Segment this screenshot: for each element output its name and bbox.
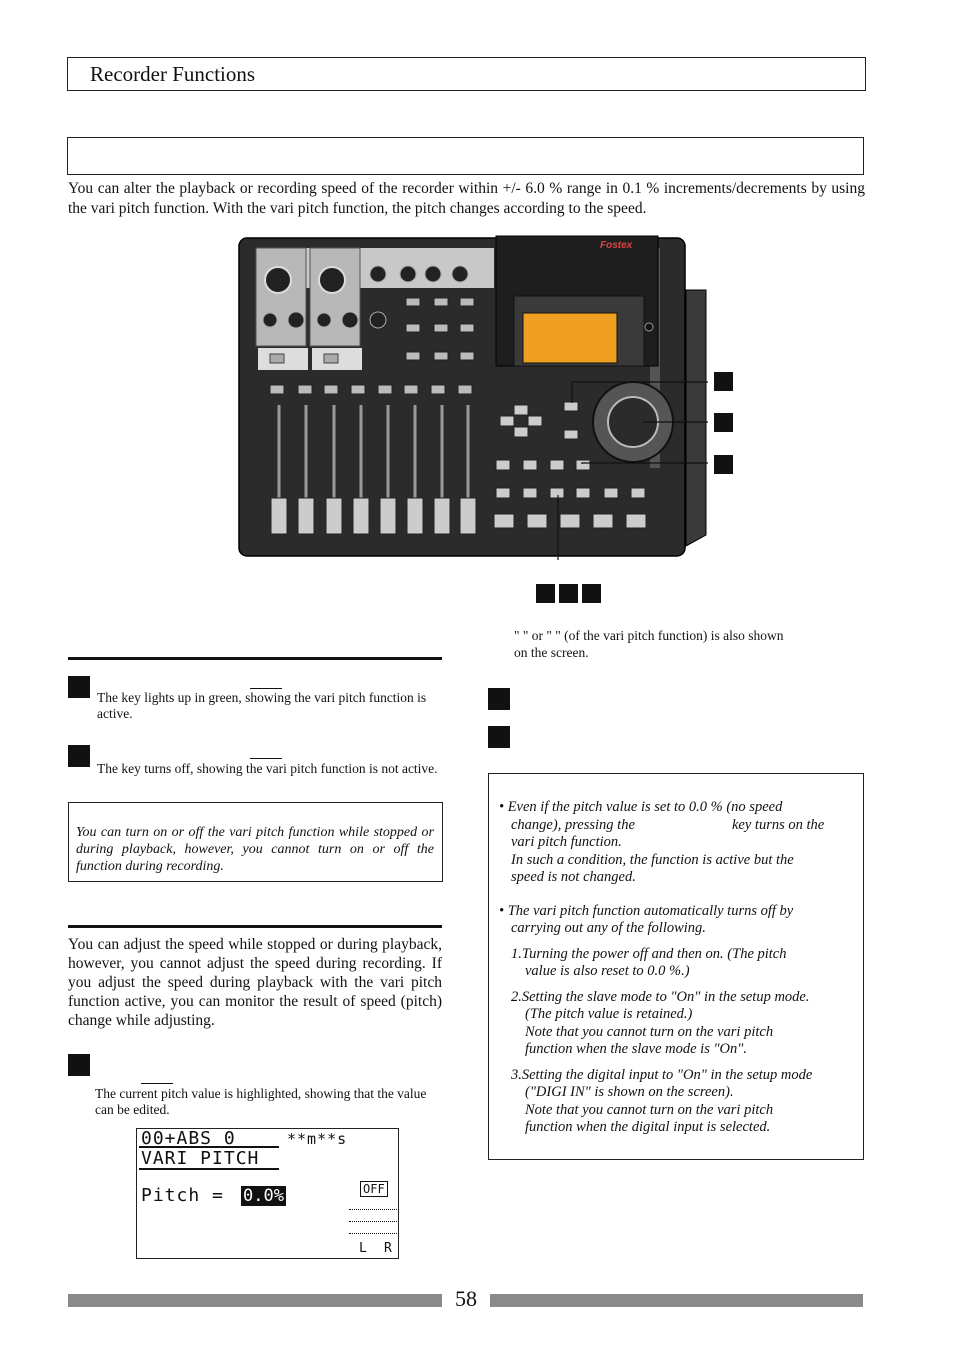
- section-header: Recorder Functions: [67, 57, 866, 91]
- note-content: • Even if the pitch value is set to 0.0 …: [499, 799, 861, 1137]
- lcd-line2: VARI PITCH: [141, 1148, 260, 1169]
- callout-box: [559, 584, 578, 603]
- note-text: You can turn on or off the vari pitch fu…: [76, 825, 434, 874]
- key-underline: [250, 758, 282, 759]
- footer-bar-left: [68, 1294, 442, 1307]
- note-item-line: function when the slave mode is "On".: [525, 1041, 747, 1057]
- lcd-line1: 00+ABS 0: [141, 1128, 236, 1149]
- note-item-line: 1.Turning the power off and then on. (Th…: [511, 945, 787, 962]
- device-illustration: Fostex VF80: [238, 235, 708, 560]
- screen-note-line2: on the screen.: [514, 645, 589, 660]
- lcd-line1-underline: [139, 1130, 279, 1148]
- callout-box: [714, 455, 733, 474]
- subsection-rule: [68, 657, 442, 660]
- lcd-display: [522, 312, 618, 364]
- lcd-pitch-value: 0.0%: [241, 1186, 286, 1206]
- callout-box: [714, 413, 733, 432]
- note-bullet1-line: change), pressing the key turns on the: [511, 816, 825, 833]
- meter-line: [349, 1233, 397, 1234]
- step2-description: The key turns off, showing the vari pitc…: [97, 761, 438, 776]
- subsection-rule: [68, 925, 442, 928]
- note-bullet1-line: • Even if the pitch value is set to 0.0 …: [499, 799, 783, 815]
- note-item-line: value is also reset to 0.0 %.): [525, 963, 690, 979]
- note-item-line: Note that you cannot turn on the vari pi…: [525, 1101, 774, 1118]
- note-item-line: (The pitch value is retained.): [525, 1006, 693, 1022]
- lcd-pitch-label: Pitch =: [141, 1185, 224, 1206]
- meter-r-label: R: [384, 1241, 392, 1256]
- note-bullet2-line: carrying out any of the following.: [511, 920, 706, 936]
- note-bullet1-line: In such a condition, the function is act…: [511, 851, 794, 868]
- intro-paragraph: You can alter the playback or recording …: [68, 180, 865, 217]
- key-underline: [141, 1083, 173, 1084]
- screen-note-line1: " " or " " (of the vari pitch function) …: [514, 628, 784, 643]
- lcd-line2-underline: [139, 1150, 279, 1170]
- section-title: Recorder Functions: [90, 62, 256, 86]
- meter-line: [349, 1221, 397, 1222]
- note-item-line: ("DIGI IN" is shown on the screen).: [525, 1084, 734, 1100]
- page-number: 58: [455, 1286, 477, 1311]
- note-item-line: 3.Setting the digital input to "On" in t…: [511, 1066, 813, 1083]
- footer-bar-right: [490, 1294, 863, 1307]
- step3-description: The current pitch value is highlighted, …: [95, 1086, 427, 1117]
- step-marker: [488, 726, 510, 748]
- meter-l-label: L: [359, 1241, 367, 1256]
- note-box: • Even if the pitch value is set to 0.0 …: [488, 773, 864, 1160]
- callout-box: [714, 372, 733, 391]
- meter-line: [349, 1209, 397, 1210]
- key-underline: [250, 688, 282, 689]
- adjust-paragraph: You can adjust the speed while stopped o…: [68, 936, 442, 1029]
- lcd-line1-right: **m**s: [287, 1130, 348, 1148]
- note-item-line: 2.Setting the slave mode to "On" in the …: [511, 988, 810, 1005]
- brand-logo: Fostex: [600, 240, 633, 251]
- callout-box: [536, 584, 555, 603]
- note-bullet2-line: • The vari pitch function automatically …: [499, 902, 794, 919]
- note-item-line: function when the digital input is selec…: [525, 1119, 771, 1135]
- note-item-line: Note that you cannot turn on the vari pi…: [525, 1023, 774, 1040]
- step-marker: [68, 745, 90, 767]
- step-marker: [488, 688, 510, 710]
- note-bullet1-line: vari pitch function.: [511, 834, 622, 850]
- title-box: [67, 137, 864, 175]
- step1-description: The key lights up in green, showing the …: [97, 690, 427, 721]
- callout-box: [582, 584, 601, 603]
- note-bullet1-line: speed is not changed.: [511, 869, 636, 885]
- lcd-off-badge: OFF: [360, 1181, 388, 1197]
- step-marker: [68, 676, 90, 698]
- lcd-screen: 00+ABS 0 **m**s VARI PITCH Pitch = 0.0% …: [136, 1128, 399, 1259]
- note-box: You can turn on or off the vari pitch fu…: [68, 802, 443, 882]
- step-marker: [68, 1054, 90, 1076]
